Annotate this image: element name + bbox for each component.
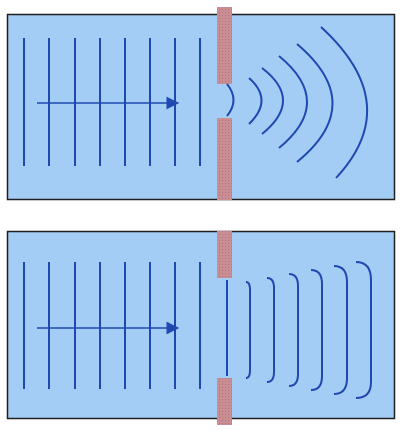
diffracted-wavefront <box>320 26 369 179</box>
diffracted-wavefront <box>266 277 275 383</box>
diffracted-wavefront <box>288 273 299 387</box>
diffracted-wavefront <box>296 43 334 163</box>
barrier-upper-top <box>217 7 232 84</box>
diffracted-wavefronts-bottom <box>226 261 372 399</box>
diffracted-wavefront <box>333 265 348 395</box>
diffracted-wavefront <box>226 83 235 117</box>
diffracted-wavefront <box>278 55 308 149</box>
barrier-lower-top <box>217 118 232 200</box>
panel-narrow-gap <box>6 7 396 201</box>
incident-wavefronts-top <box>23 38 201 166</box>
diffracted-wavefront <box>355 261 372 399</box>
barrier-upper-bottom <box>217 231 232 278</box>
diffracted-wavefronts-top <box>226 26 369 179</box>
diffracted-wavefront <box>248 77 263 125</box>
diffracted-wavefront <box>245 281 251 379</box>
barrier-lower-bottom <box>217 378 232 425</box>
panel-wide-gap <box>6 230 396 425</box>
diffracted-wavefront <box>261 67 284 135</box>
diffracted-wavefront <box>310 269 323 391</box>
